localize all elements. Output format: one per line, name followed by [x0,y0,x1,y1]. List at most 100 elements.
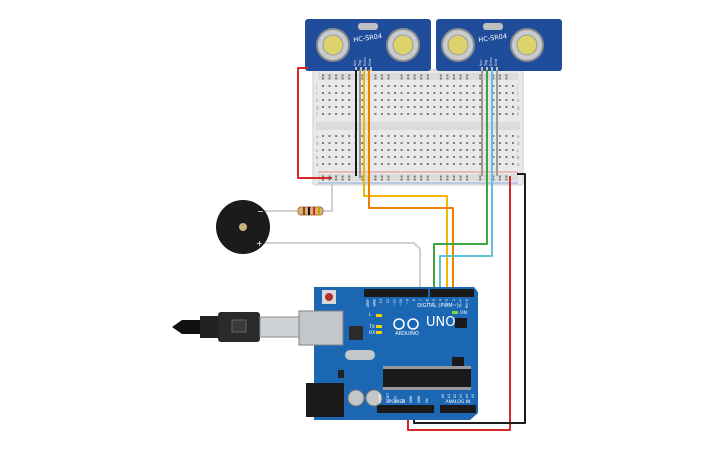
rail-hole [420,178,423,181]
grid-hole [341,142,344,144]
grid-hole [380,92,383,94]
grid-hole [459,149,462,151]
piezo-buzzer: − + [216,200,270,254]
rail-hole [341,77,344,80]
rail-hole [479,178,482,181]
grid-hole [453,85,455,87]
grid-hole [466,106,469,108]
crystal [345,350,375,360]
grid-hole [322,92,324,94]
grid-hole [407,156,410,158]
wire-orange-sensor1 [368,70,454,290]
grid-hole [322,106,324,108]
resistor [297,206,324,216]
grid-hole [348,113,351,115]
label-digital: DIGITAL (PWM~) [417,303,459,309]
rail-hole [479,74,482,77]
grid-hole [413,142,416,144]
grid-hole [420,142,423,144]
rail-hole [387,175,390,178]
grid-hole [394,92,397,94]
icsp-header-2 [452,357,464,367]
sensor-1-mesh-right [392,34,414,56]
grid-hole [420,156,423,158]
grid-hole [400,106,403,108]
grid-hole [472,85,475,87]
grid-hole [420,85,423,87]
chip-pins-top [383,366,471,369]
sensor-1-crystal [358,23,378,30]
digital-pin-label: 13 [379,299,383,303]
rail-hole [380,74,383,77]
grid-hole [505,142,508,144]
grid-hole [505,163,508,165]
grid-hole [407,149,410,151]
rail-hole [407,74,410,77]
label-on: ON [460,310,467,316]
grid-hole [426,156,429,158]
grid-hole [498,149,501,151]
row-letter: d [517,141,520,146]
grid-hole [407,135,410,137]
grid-hole [498,106,501,108]
rail-hole [380,175,383,178]
grid-hole [472,106,475,108]
grid-hole [420,92,423,94]
grid-hole [387,142,390,144]
grid-hole [433,85,436,87]
rail-hole [407,175,410,178]
grid-hole [439,163,442,165]
rail-hole [459,74,462,77]
grid-hole [459,135,462,137]
grid-hole [459,92,462,94]
grid-hole [511,106,514,108]
rail-hole [453,77,455,80]
rail-hole [400,77,403,80]
sensor-1-mesh-left [322,34,344,56]
row-letter: g [517,105,520,110]
grid-hole [407,99,410,101]
grid-hole [492,135,495,137]
grid-hole [341,135,344,137]
sensor-2-model-label: HC-SR04 [478,32,508,44]
grid-hole [420,99,423,101]
grid-hole [322,85,324,87]
resistor-band-4 [318,207,320,215]
grid-hole [511,163,514,165]
capacitor-1 [347,389,365,407]
grid-hole [459,85,462,87]
rail-hole [498,175,501,178]
grid-hole [433,99,436,101]
grid-hole [459,113,462,115]
rail-hole [439,175,442,178]
grid-hole [400,163,403,165]
rail-hole [361,74,364,77]
grid-hole [426,163,429,165]
grid-hole [426,113,429,115]
digital-pin-label: 7 [419,299,423,301]
grid-hole [380,135,383,137]
row-letter: a [517,162,520,167]
grid-hole [439,106,442,108]
grid-hole [492,113,495,115]
rail-hole [361,77,364,80]
grid-hole [348,106,351,108]
grid-hole [505,99,508,101]
grid-hole [505,113,508,115]
row-letter: i [517,91,518,96]
wire-white-buzzer-minus-b [323,184,333,212]
rail-hole [466,77,469,80]
rail-hole [374,178,377,181]
grid-hole [374,99,377,101]
rail-hole [387,74,390,77]
grid-hole [335,106,338,108]
grid-hole [453,135,455,137]
grid-hole [466,135,469,137]
rail-hole [335,178,338,181]
grid-hole [492,156,495,158]
rail-hole [505,175,508,178]
rail-hole [505,77,508,80]
grid-hole [433,113,436,115]
